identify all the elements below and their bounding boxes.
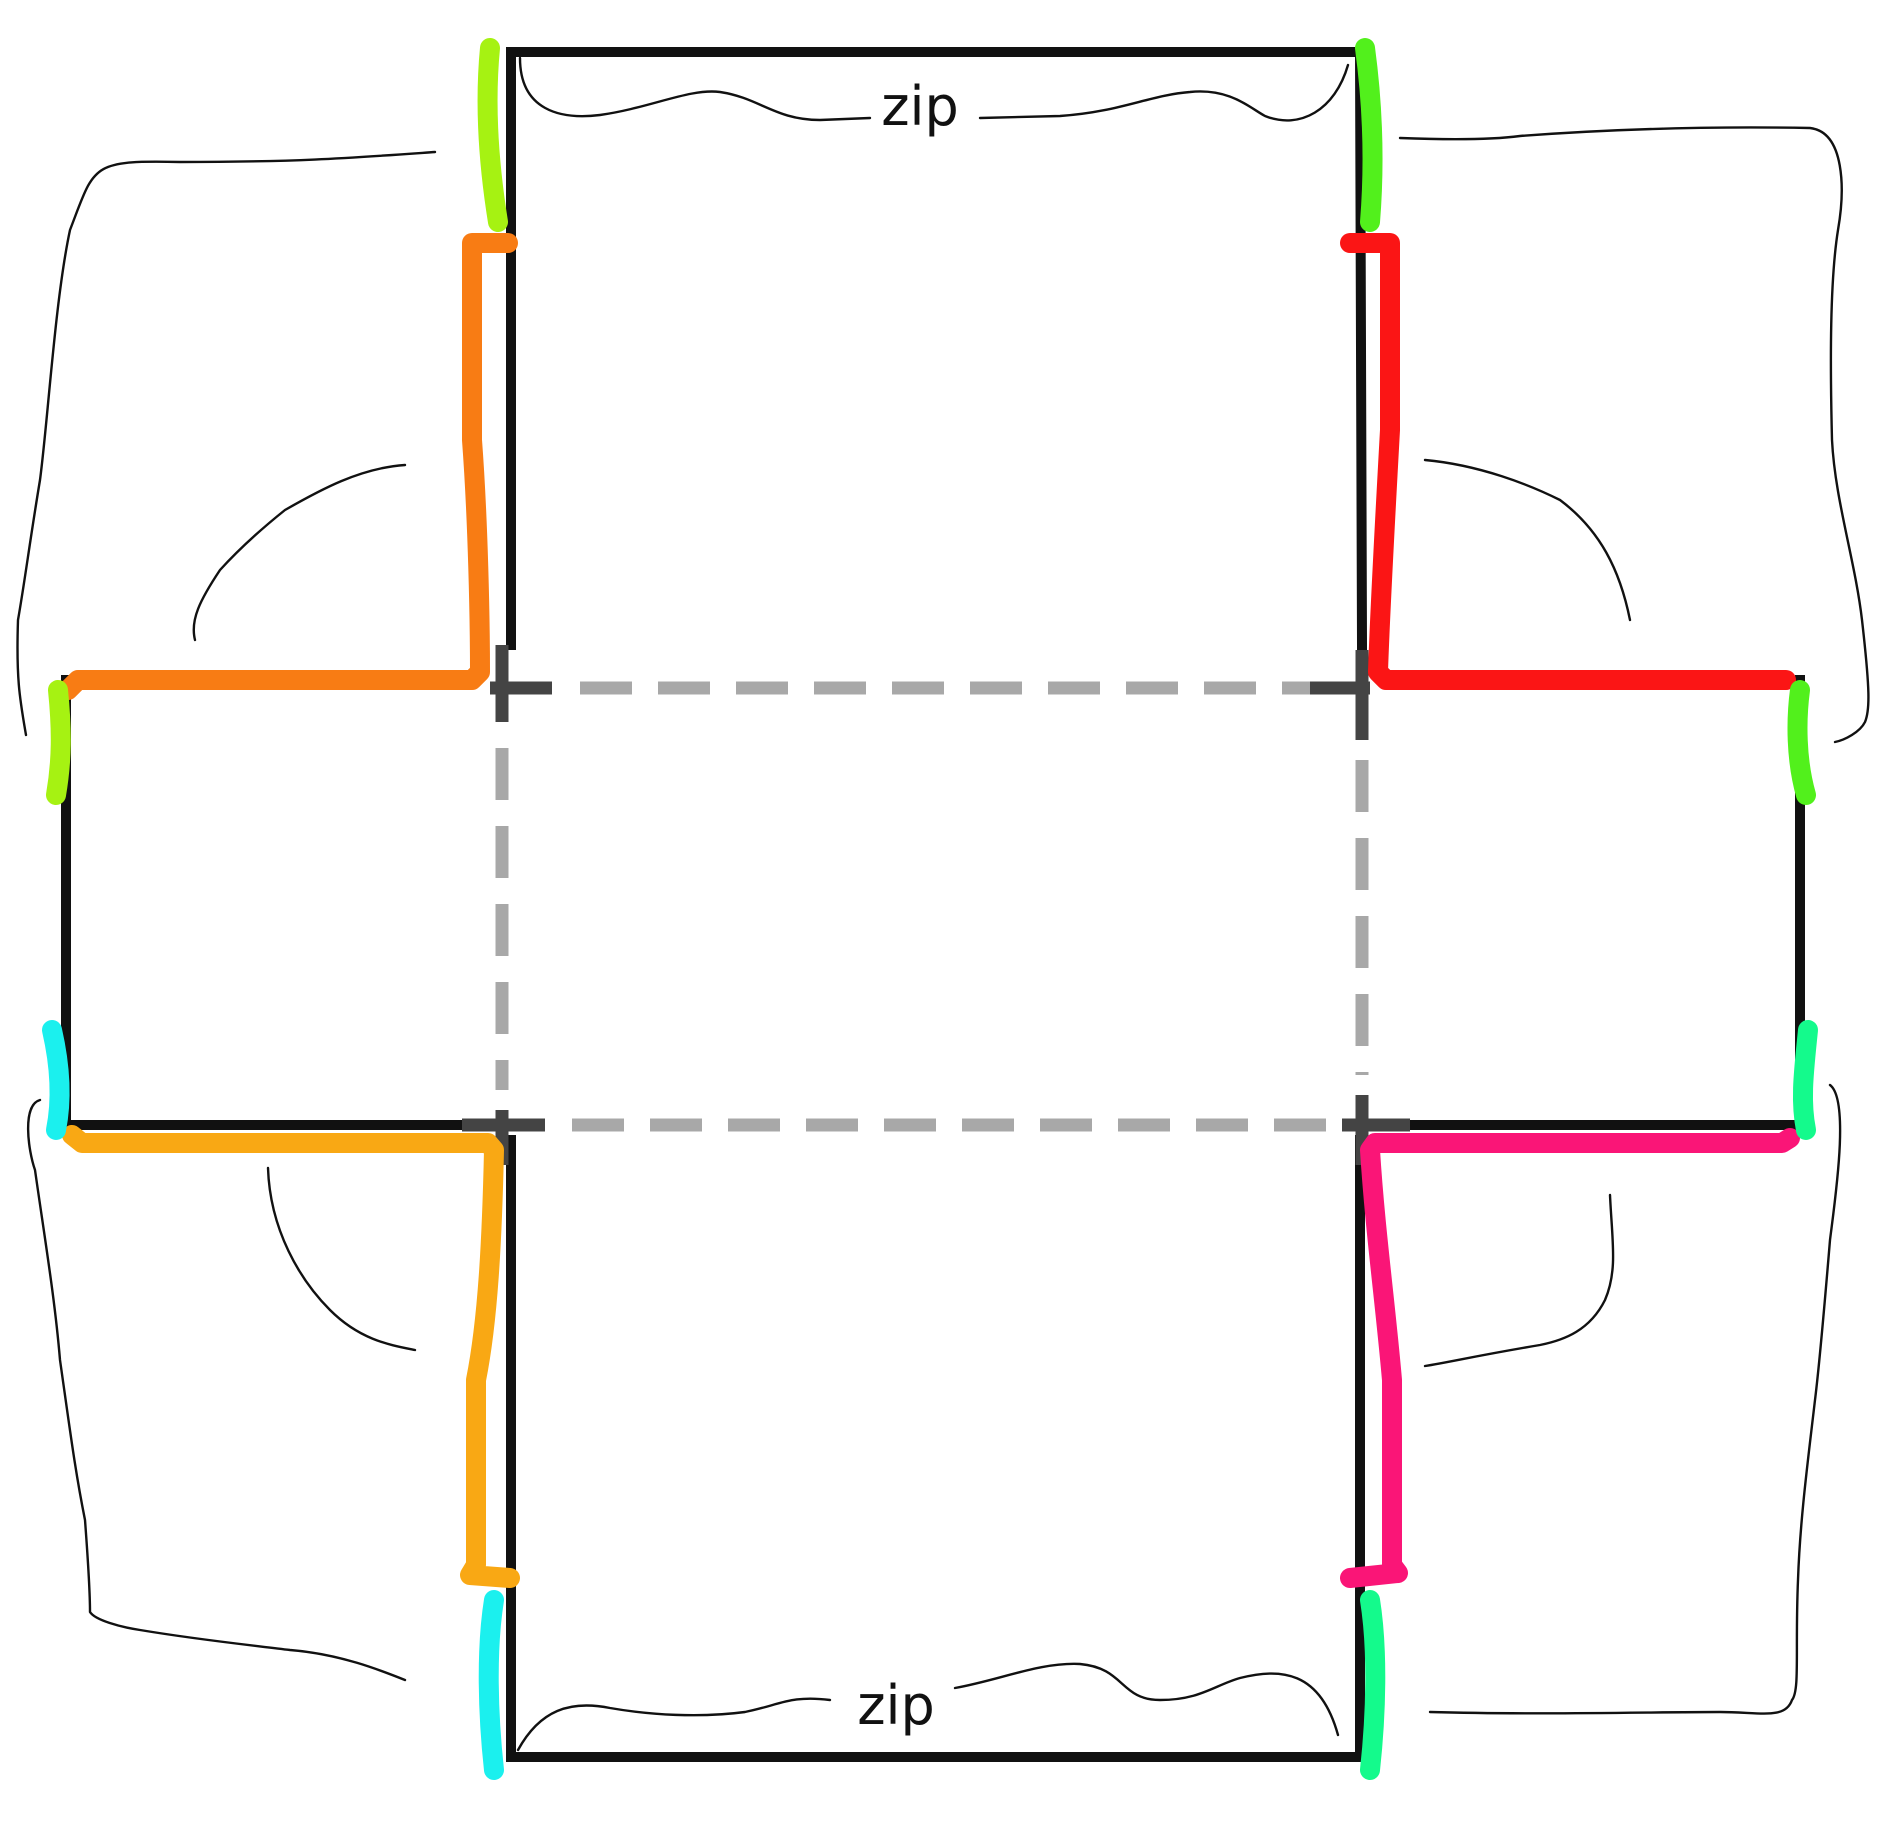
- pink-zipper: [1340, 1128, 1800, 1588]
- mint-zipper-bottom: [1360, 1590, 1386, 1780]
- left-bottom-arc: [266, 1166, 417, 1352]
- cyan-zipper-bottom: [478, 1590, 504, 1780]
- top-flap-outline: [506, 47, 1368, 651]
- left-top-brace: [16, 150, 437, 737]
- left-top-arc: [192, 463, 407, 642]
- orange-zipper: [58, 233, 518, 700]
- top-zip-label: zip: [881, 75, 959, 138]
- bottom-zip-curve-right: [953, 1662, 1340, 1737]
- net-outline: [61, 47, 1805, 1762]
- red-zipper: [1340, 233, 1796, 690]
- fold-lines: [495, 681, 1369, 1132]
- right-flap-outline: [1405, 675, 1805, 1130]
- top-zip-curve-right: [978, 63, 1350, 122]
- amber-zipper: [62, 1125, 520, 1588]
- green-zipper-right: [1787, 680, 1816, 805]
- left-bottom-brace: [26, 1098, 407, 1682]
- mint-zipper-right: [1792, 1020, 1818, 1140]
- fold-corners: [462, 645, 1410, 1165]
- right-bottom-arc: [1423, 1193, 1615, 1368]
- bottom-zip-curve-left: [516, 1697, 832, 1752]
- bottom-flap-outline: [506, 1135, 1365, 1762]
- cyan-zipper-left: [42, 1020, 70, 1140]
- zipper-segments: [42, 38, 1818, 1780]
- right-top-arc: [1423, 458, 1632, 622]
- right-bottom-brace: [1428, 1083, 1842, 1715]
- annotation-curves: [16, 56, 1870, 1752]
- lime-zipper-left: [46, 680, 71, 805]
- corner-mark-top-right: [1310, 650, 1370, 740]
- green-zipper-top: [1355, 38, 1383, 232]
- corner-mark-top-left: [490, 645, 552, 722]
- top-zip-curve-left: [518, 56, 872, 122]
- lime-zipper-top: [477, 38, 508, 232]
- left-flap-outline: [61, 675, 475, 1130]
- bottom-zip-label: zip: [857, 1674, 935, 1737]
- right-top-brace: [1398, 126, 1870, 744]
